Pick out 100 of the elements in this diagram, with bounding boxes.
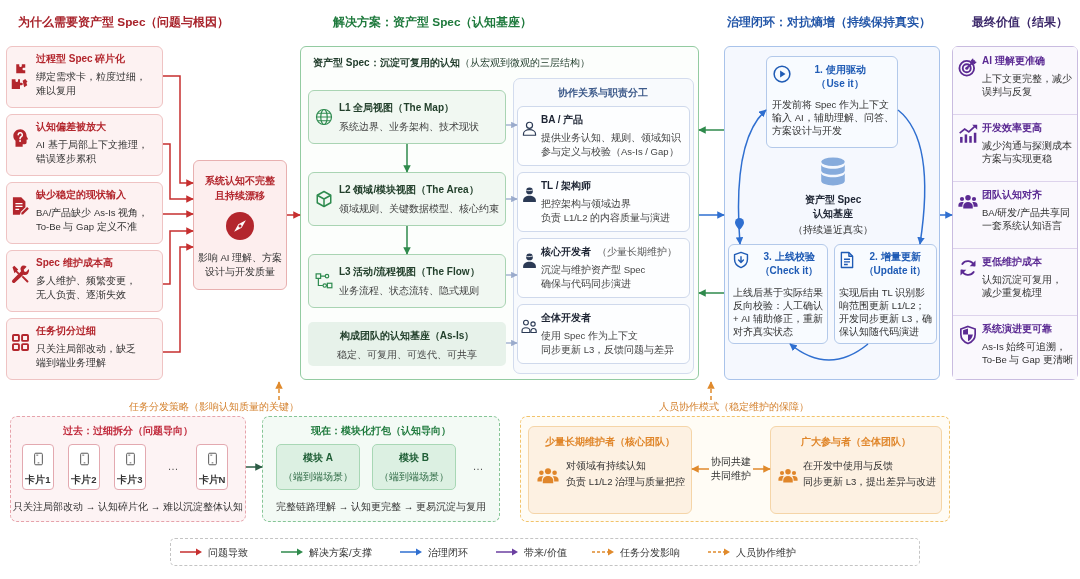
curved-arrow	[735, 109, 767, 245]
column-heading: 解决方案：资产型 Spec（认知基座）	[333, 14, 533, 30]
step-card	[834, 244, 937, 344]
title: BA / 产品	[541, 113, 584, 127]
title: Spec 维护成本高	[36, 256, 113, 270]
title: 少量长期维护者（核心团队）	[545, 435, 675, 449]
description: 同步更新 L3，提出差异与改进	[803, 475, 937, 489]
title: 更低维护成本	[982, 255, 1042, 269]
ellipsis: …	[472, 460, 484, 472]
description: 同步更新 L3，反馈问题与差异	[541, 342, 675, 356]
column-heading: 最终价值（结果）	[972, 14, 1068, 30]
description: 系统边界、业务架构、技术现状	[339, 119, 479, 133]
description: 负责 L1/L2 治理与质量把控	[566, 475, 686, 489]
description: 方案与实现更稳	[982, 151, 1053, 165]
legend-label: 解决方案/支撑	[309, 545, 372, 559]
past-panel	[10, 416, 246, 522]
arrow	[286, 211, 301, 219]
section-label: 人员协作模式（稳定维护的保障）	[659, 400, 809, 414]
description: AI 基于局部上下文推理，错误逐步累积	[36, 138, 149, 166]
arrow	[505, 339, 518, 347]
arrow	[698, 289, 725, 297]
arrow	[162, 143, 194, 203]
value-panel	[952, 46, 1078, 380]
task-card	[114, 444, 146, 490]
label: 卡片N	[198, 472, 226, 486]
note: （端到端场景）	[379, 469, 449, 483]
value-row	[953, 315, 1077, 379]
legend-label: 带来/价值	[524, 545, 567, 559]
layer-card	[308, 254, 506, 308]
arrow	[707, 381, 715, 401]
description: BA/产品缺少 As-Is 视角，To-Be 与 Gap 定义不准	[36, 206, 150, 234]
team-panel	[520, 416, 950, 522]
legend-label: 人员协作维护	[736, 545, 796, 559]
description: 负责 L1/L2 的内容质量与演进	[541, 210, 671, 224]
description: 在开发中使用与反馈	[803, 459, 893, 473]
description: 领域规则、关键数据模型、核心约束	[339, 201, 499, 215]
description: BA/研发/产品共享同一套系统认知语言	[982, 205, 1071, 232]
label: 卡片3	[117, 472, 143, 486]
description: 参与定义与校验（As-Is / Gap）	[541, 144, 679, 158]
layer-card	[308, 172, 506, 226]
description: 提供业务认知、规则、领域知识	[541, 130, 681, 144]
arrow	[403, 225, 411, 255]
title: 团队认知对齐	[982, 188, 1042, 202]
description: 认知沉淀可复用，减少重复梳理	[982, 272, 1063, 299]
description: 把控架构与领域边界	[541, 196, 631, 210]
title: 开发效率更高	[982, 121, 1042, 135]
edge-label: 协同共建共同维护	[709, 455, 753, 483]
module-card	[276, 444, 360, 490]
note: （端到端场景）	[283, 469, 353, 483]
arrow	[275, 381, 283, 401]
description: 只关注局部改动 → 认知碎片化 → 难以沉淀整体认知	[13, 500, 243, 514]
title: 1. 使用驱动（Use it）	[813, 63, 867, 91]
foundation-card	[308, 322, 506, 366]
problem-card	[6, 114, 163, 176]
arrow	[162, 210, 194, 218]
description: 对领域有持续认知	[566, 459, 646, 473]
loop-panel	[724, 46, 940, 380]
team-card	[770, 426, 942, 514]
description: 业务流程、状态流转、隐式规则	[339, 283, 479, 297]
center-note: （持续逼近真实）	[793, 222, 873, 236]
description: 减少沟通与探测成本	[982, 138, 1073, 152]
arrow	[698, 126, 725, 134]
title: 模块 B	[399, 451, 429, 465]
cause-card	[193, 160, 287, 290]
title: AI 理解更准确	[982, 54, 1045, 68]
arrow	[403, 143, 411, 173]
note: （少量长期维护）	[597, 245, 677, 259]
title: L2 领域/模块视图（The Area）	[339, 183, 479, 197]
title: 认知偏差被放大	[36, 120, 106, 134]
title: L1 全局视图（The Map）	[339, 101, 454, 115]
description: 开发前将 Spec 作为上下文输入 AI，辅助理解、问答、方案设计与开发	[772, 97, 894, 137]
arrow	[505, 271, 518, 279]
title: 现在：模块化打包（认知导向）	[311, 424, 451, 438]
step-card	[766, 56, 898, 148]
title: 系统认知不完整且持续漂移	[204, 173, 276, 203]
title: 构成团队的认知基座（As-Is）	[339, 329, 475, 343]
title: 广大参与者（全体团队）	[801, 435, 911, 449]
title: 缺少稳定的现状输入	[36, 188, 126, 202]
panel-title: 资产型 Spec：沉淀可复用的认知（从宏观到微观的三层结构）	[313, 56, 590, 70]
arrow	[939, 211, 953, 219]
role-card	[517, 304, 690, 364]
title: 全体开发者	[541, 311, 591, 325]
description: 使用 Spec 作为上下文	[541, 328, 638, 342]
description: 影响 AI 理解、方案设计与开发质量	[197, 251, 283, 279]
title: 过程型 Spec 碎片化	[36, 52, 126, 66]
description: 上线后基于实际结果反向校验：人工确认 + AI 辅助修正，重新对齐真实状态	[733, 285, 824, 338]
problem-card	[6, 46, 163, 108]
title: 3. 上线校验（Check it）	[758, 250, 820, 278]
title: 任务切分过细	[36, 324, 96, 338]
legend-label: 治理闭环	[428, 545, 468, 559]
layer-card	[308, 90, 506, 144]
roles-panel	[513, 78, 694, 374]
arrow	[505, 195, 518, 203]
description: 只关注局部改动，缺乏端到端业务理解	[36, 342, 137, 370]
task-card	[68, 444, 100, 490]
label: 卡片1	[25, 472, 51, 486]
present-panel	[262, 416, 500, 522]
legend-label: 任务分发影响	[620, 545, 680, 559]
section-label: 任务分发策略（影响认知质量的关键）	[129, 400, 299, 414]
legend-label: 问题导致	[208, 545, 248, 559]
